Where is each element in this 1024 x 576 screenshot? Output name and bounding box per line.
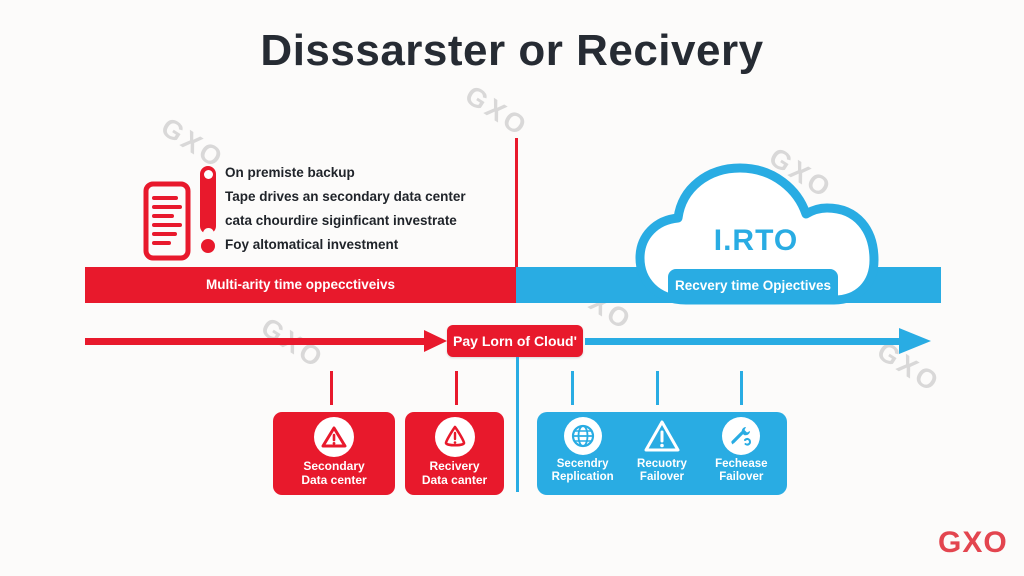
cloud-icon [628,148,884,308]
box-label-line: Data center [301,472,367,487]
tick-mark [740,371,743,405]
page-title: Disssarster or Recivery [260,26,764,75]
warning-triangle-icon [643,417,681,455]
exclamation-bar-icon [200,166,216,239]
warning-triangle-icon [314,417,354,457]
blue-column: Fechease Failover [702,417,780,495]
gxo-logo: GXO [938,526,1008,559]
tick-mark [455,371,458,405]
timeline-center-label: Pay Lorn of Cloud' [447,325,583,357]
bullet-item: On premiste backup [225,165,355,180]
red-arrow-head-icon [424,330,447,352]
globe-icon [563,417,602,455]
tick-mark [330,371,333,405]
tick-mark [656,371,659,405]
secondary-data-center-box: Secondary Data center [273,412,395,495]
divider-line [515,138,518,267]
red-arrow-shaft [85,338,425,345]
box-label-line: Fechease [715,458,768,470]
document-icon [142,180,192,267]
center-connector-line [516,357,519,492]
box-label-line: Secendry [556,458,609,470]
blue-banner-label: Recvery time Opjectives [668,269,838,303]
red-banner: Multi-arity time oppecctiveivs [85,267,516,303]
blue-recovery-box: Secendry Replication Recuotry Failover [537,412,787,495]
exclamation-dot-icon [201,239,215,253]
box-label-line: Data canter [421,472,488,487]
bullet-item: cata chourdire siginficant investrate [225,213,457,228]
blue-arrow-shaft [585,338,901,345]
bullet-list: On premiste backup Tape drives an second… [225,163,485,259]
bullet-item: Foy altomatical investment [225,237,399,252]
warning-triangle-icon [434,417,475,457]
tick-mark [571,371,574,405]
box-label-line: Replication [551,471,614,483]
gxo-watermark: GXO [459,79,534,143]
box-label-line: Secondary [303,459,365,473]
blue-column: Recuotry Failover [623,417,701,495]
blue-arrow-head-icon [899,328,931,354]
tools-icon [722,417,761,455]
gxo-watermark: GXO [155,111,230,175]
box-label-line: Recuotry [637,458,687,470]
bullet-item: Tape drives an secondary data center [225,189,466,204]
red-banner-label: Multi-arity time oppecctiveivs [205,277,396,292]
box-label-line: Recivery [429,459,480,473]
recovery-data-center-box: Recivery Data canter [405,412,504,495]
blue-column: Secendry Replication [544,417,622,495]
box-label-line: Failover [719,471,764,483]
box-label-line: Failover [639,471,685,483]
cloud-label: I.RTO [713,224,799,257]
